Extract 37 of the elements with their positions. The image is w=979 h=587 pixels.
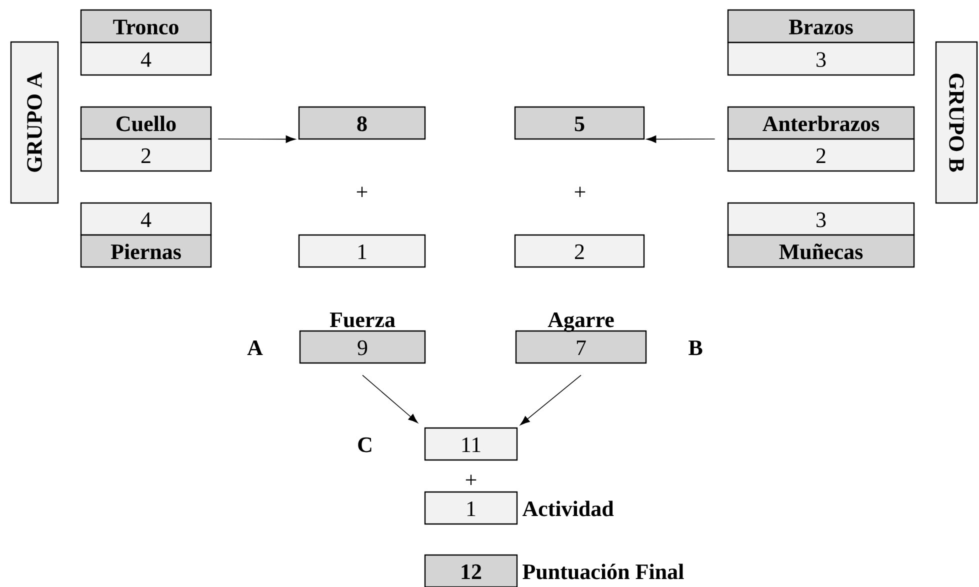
side-label: A xyxy=(247,340,263,355)
side-label: Actividad xyxy=(522,500,614,516)
arrow xyxy=(520,374,582,426)
score-box: 5 xyxy=(514,106,645,140)
score-box: 2 xyxy=(514,234,645,268)
score-table: Anterbrazos 2 xyxy=(727,106,915,172)
plus-sign: + xyxy=(356,186,368,198)
node-label: Muñecas xyxy=(779,244,863,260)
score-table: 4 Piernas xyxy=(80,202,212,268)
score-table: Brazos 3 xyxy=(727,9,915,76)
score-box: Agarre 7 xyxy=(515,312,647,364)
arrow xyxy=(646,135,716,143)
side-label: B xyxy=(688,340,702,356)
side-label: Puntuación Final xyxy=(522,564,684,580)
node-label: Fuerza xyxy=(330,312,396,328)
score-table: 3 Muñecas xyxy=(727,202,915,268)
score-box: 12 xyxy=(424,554,518,587)
score-box: 8 xyxy=(298,106,426,140)
score-box: 11 xyxy=(424,427,518,461)
node-label: Agarre xyxy=(548,312,614,332)
arrow xyxy=(218,135,296,143)
plus-sign: + xyxy=(466,474,476,486)
group-label-box: GRUPO A xyxy=(10,41,59,204)
group-label-box: GRUPO B xyxy=(935,41,978,204)
node-label: 3 xyxy=(816,52,826,68)
plus-sign: + xyxy=(574,186,586,198)
score-box: 1 xyxy=(298,234,426,268)
arrow xyxy=(362,374,418,424)
score-table: Tronco 4 xyxy=(80,9,212,76)
node-label: 2 xyxy=(816,148,826,164)
score-table: Cuello 2 xyxy=(80,106,212,172)
node-label: 2 xyxy=(141,148,150,164)
side-label: C xyxy=(358,437,372,452)
score-box: Fuerza 9 xyxy=(299,312,426,364)
score-box: 1 xyxy=(424,491,518,525)
node-label: Piernas xyxy=(110,244,181,260)
node-label: 4 xyxy=(140,52,152,67)
